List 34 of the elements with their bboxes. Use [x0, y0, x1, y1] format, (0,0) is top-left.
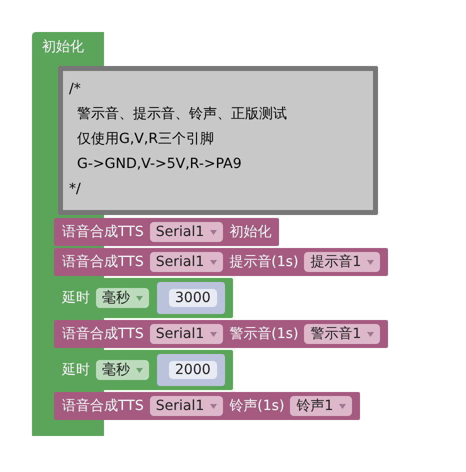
dropdown: 警示音1: [304, 324, 380, 344]
comment-line: /*: [69, 80, 82, 99]
dropdown: Serial1: [150, 222, 224, 242]
block-label: 铃声(1s): [229, 397, 284, 415]
dropdown: 铃声1: [290, 396, 352, 416]
number-block: [157, 282, 225, 314]
number-block: [157, 354, 225, 386]
statement-block: [54, 392, 360, 420]
dropdown: 毫秒: [96, 288, 149, 308]
block-label: 提示音(1s): [229, 253, 298, 271]
block-label: 语音合成TTS: [62, 397, 144, 415]
number-field: 2000: [169, 361, 217, 379]
block-label: 语音合成TTS: [62, 325, 144, 343]
block-label: 警示音(1s): [229, 325, 298, 343]
statement-block: [54, 248, 388, 276]
block-label: 初始化: [41, 38, 84, 57]
dropdown: 毫秒: [96, 360, 149, 380]
block-label: 语音合成TTS: [62, 253, 144, 271]
block-label: 语音合成TTS: [62, 223, 144, 241]
comment-line: */: [69, 180, 82, 199]
statement-block: [54, 320, 388, 348]
block-label: 延时: [62, 289, 90, 307]
dropdown: 提示音1: [304, 252, 380, 272]
dropdown: Serial1: [150, 396, 224, 416]
comment-block: [58, 66, 378, 215]
dropdown: Serial1: [150, 324, 224, 344]
comment-line: G->GND,V->5V,R->PA9: [76, 155, 243, 174]
block-label: 初始化: [229, 223, 272, 241]
block-label: 延时: [62, 361, 90, 379]
comment-line: 仅使用G,V,R三个引脚: [76, 130, 216, 149]
statement-block: [54, 218, 280, 246]
dropdown: Serial1: [150, 252, 224, 272]
number-field: 3000: [169, 289, 217, 307]
comment-line: 警示音、提示音、铃声、正版测试: [76, 105, 288, 124]
